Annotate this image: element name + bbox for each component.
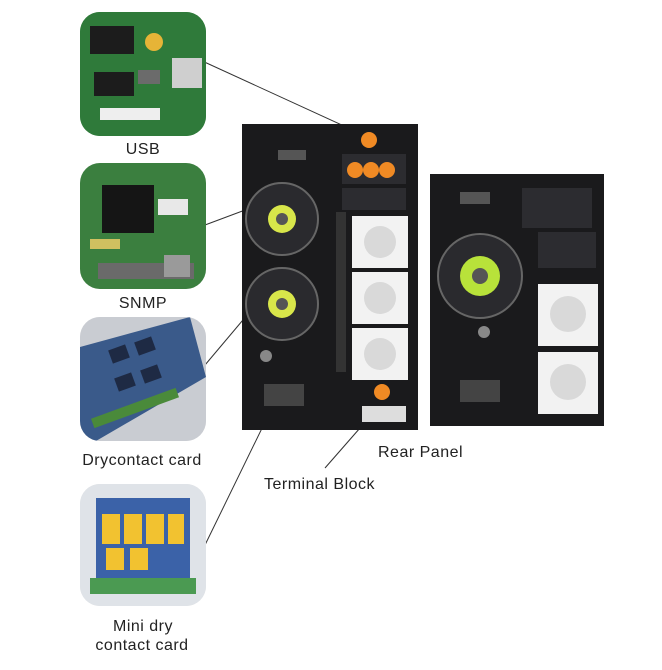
rear-panel-label: Rear Panel — [378, 444, 464, 461]
mini-dry-slot-marker — [379, 162, 395, 178]
drycontact-slot-marker — [363, 162, 379, 178]
mini-dry-label-line2: contact card — [95, 637, 189, 654]
terminal-block-label: Terminal Block — [264, 476, 376, 493]
snmp-pcb-graphic — [80, 163, 206, 289]
mini-dry-pcb-graphic — [80, 484, 206, 606]
rear-panel-large — [242, 124, 418, 430]
snmp-slot-marker — [347, 162, 363, 178]
usb-slot-marker — [361, 132, 377, 148]
snmp-label: SNMP — [118, 295, 168, 312]
mini-dry-card-image — [80, 484, 206, 606]
snmp-card-image — [80, 163, 206, 289]
terminal-block-marker — [374, 384, 390, 400]
rear-panel-large-graphic — [242, 124, 418, 430]
rs232-port — [278, 150, 306, 160]
drycontact-pcb-graphic — [80, 317, 206, 441]
drycontact-label: Drycontact card — [82, 452, 202, 469]
drycontact-card-image — [80, 317, 206, 441]
terminal-block-callout-line — [324, 427, 361, 469]
usb-card-image — [80, 12, 206, 136]
rear-panel-small — [430, 174, 604, 426]
usb-pcb-graphic — [80, 12, 206, 136]
rear-panel-small-graphic — [430, 174, 604, 426]
usb-label: USB — [125, 141, 161, 158]
mini-dry-label-line1: Mini dry — [112, 618, 173, 635]
